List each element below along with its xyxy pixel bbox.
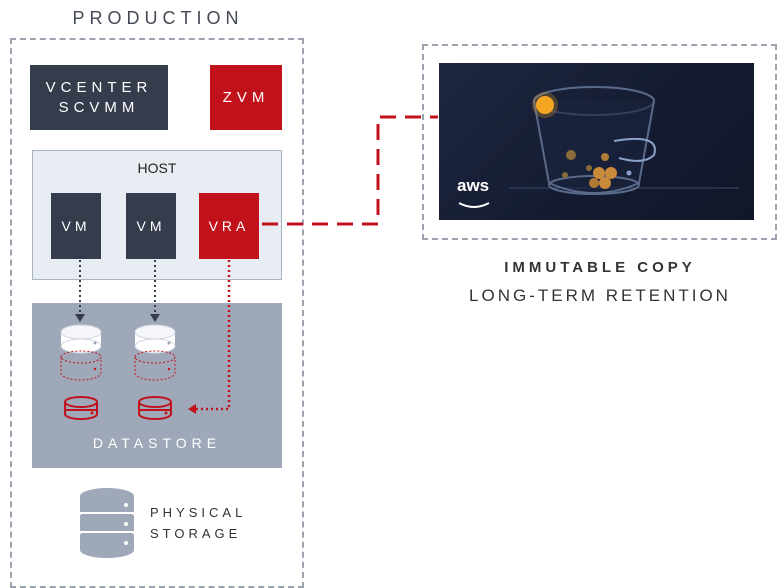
scvmm-label: SCVMM [58,98,140,116]
vra-to-aws-connector [262,115,438,226]
red-disk-icon-2 [138,396,172,420]
vcenter-label: VCENTER [45,78,153,96]
vm1-arrowhead [75,314,85,322]
vra-label: VRA [208,218,250,234]
vm-label-2: VM [136,218,166,234]
datastore-label: DATASTORE [92,435,222,451]
red-dotted-disk-icon-2 [134,350,176,381]
long-term-retention-subtitle: LONG-TERM RETENTION [469,286,731,305]
zvm-box: ZVM [210,65,282,130]
s3-bucket-illustration [458,86,739,208]
white-disk-icon-1 [60,324,102,354]
vm2-arrowhead [150,314,160,322]
vm-box-1: VM [51,193,101,259]
red-dotted-disk-icon-1 [60,350,102,381]
physical-storage-label: PHYSICAL STORAGE [150,502,246,544]
vra-arrowhead [188,404,196,414]
aws-s3-bucket-image: aws [439,63,754,220]
physical-label: PHYSICAL [150,505,247,520]
production-title: PRODUCTION [72,8,244,28]
zvm-label: ZVM [222,89,270,106]
vra-replication-line [195,260,231,411]
vra-box: VRA [199,193,259,259]
host-label: HOST [137,160,177,176]
immutable-copy-title: IMMUTABLE COPY [504,259,696,276]
vcenter-scvmm-box: VCENTER SCVMM [30,65,168,130]
vm-box-2: VM [126,193,176,259]
aws-logo-text: aws [457,176,490,195]
connectors-layer [60,115,438,558]
red-disk-icon-1 [64,396,98,420]
white-disk-icon-2 [134,324,176,354]
vm-label-1: VM [61,218,91,234]
cloud-boundary [422,44,777,240]
storage-label: STORAGE [150,526,242,541]
physical-storage-icon [80,488,134,558]
